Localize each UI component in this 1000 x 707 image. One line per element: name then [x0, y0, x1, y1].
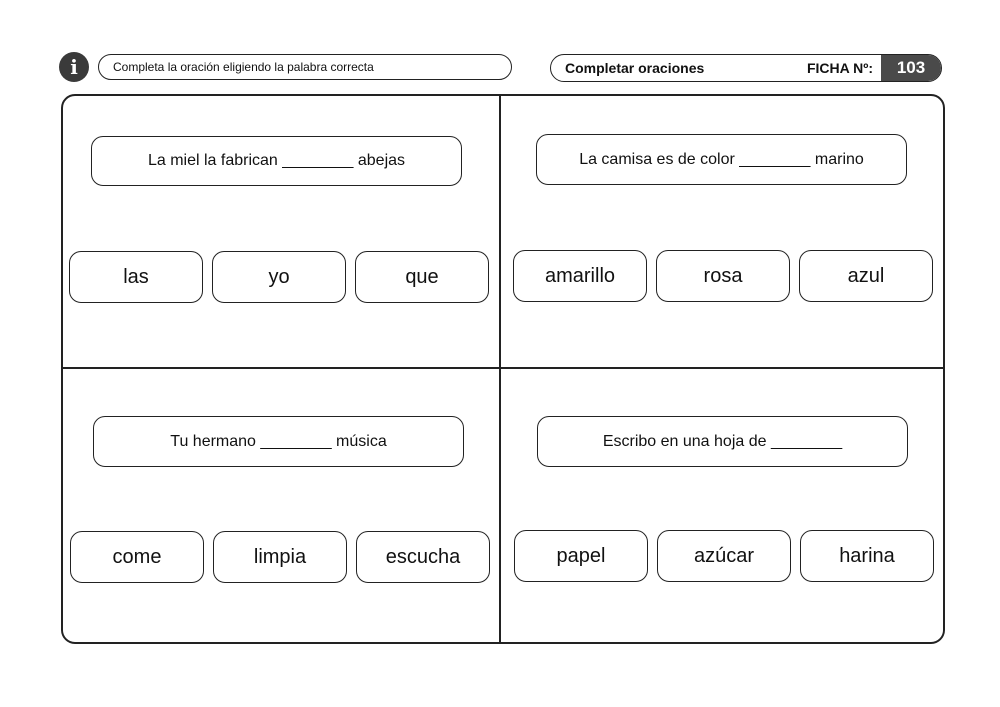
option-azul[interactable]: azul [799, 250, 933, 302]
sentence-text: La miel la fabrican ________ abejas [147, 152, 406, 169]
sentence-box-2: La camisa es de color ________ marino [536, 134, 907, 185]
option-rosa[interactable]: rosa [656, 250, 790, 302]
sentence-text: La camisa es de color ________ marino [579, 150, 864, 168]
option-yo[interactable]: yo [212, 251, 346, 303]
option-come[interactable]: come [70, 531, 204, 583]
option-que[interactable]: que [355, 251, 489, 303]
sentence-text: Escribo en una hoja de ________ [602, 432, 843, 450]
option-limpia[interactable]: limpia [213, 531, 347, 583]
sentence-box-3: Tu hermano ________ música [93, 416, 464, 467]
topic-title: Completar oraciones [565, 60, 705, 76]
option-papel[interactable]: papel [514, 530, 648, 582]
worksheet-header: Completar oraciones FICHA Nº: 103 [550, 54, 942, 82]
instruction-text: Completa la oración eligiendo la palabra… [113, 60, 374, 74]
option-amarillo[interactable]: amarillo [513, 250, 647, 302]
exercise-frame [61, 94, 945, 644]
option-harina[interactable]: harina [800, 530, 934, 582]
horizontal-divider [62, 367, 944, 369]
sentence-box-1: La miel la fabrican ________ abejas [91, 136, 462, 186]
instruction-box: Completa la oración eligiendo la palabra… [98, 54, 512, 80]
option-azucar[interactable]: azúcar [657, 530, 791, 582]
vertical-divider [499, 95, 501, 643]
option-escucha[interactable]: escucha [356, 531, 490, 583]
ficha-label: FICHA Nº: [806, 60, 873, 76]
sentence-text: Tu hermano ________ música [170, 432, 387, 450]
info-icon: i [59, 52, 89, 82]
option-las[interactable]: las [69, 251, 203, 303]
ficha-number: 103 [881, 55, 941, 81]
sentence-box-4: Escribo en una hoja de ________ [537, 416, 908, 467]
